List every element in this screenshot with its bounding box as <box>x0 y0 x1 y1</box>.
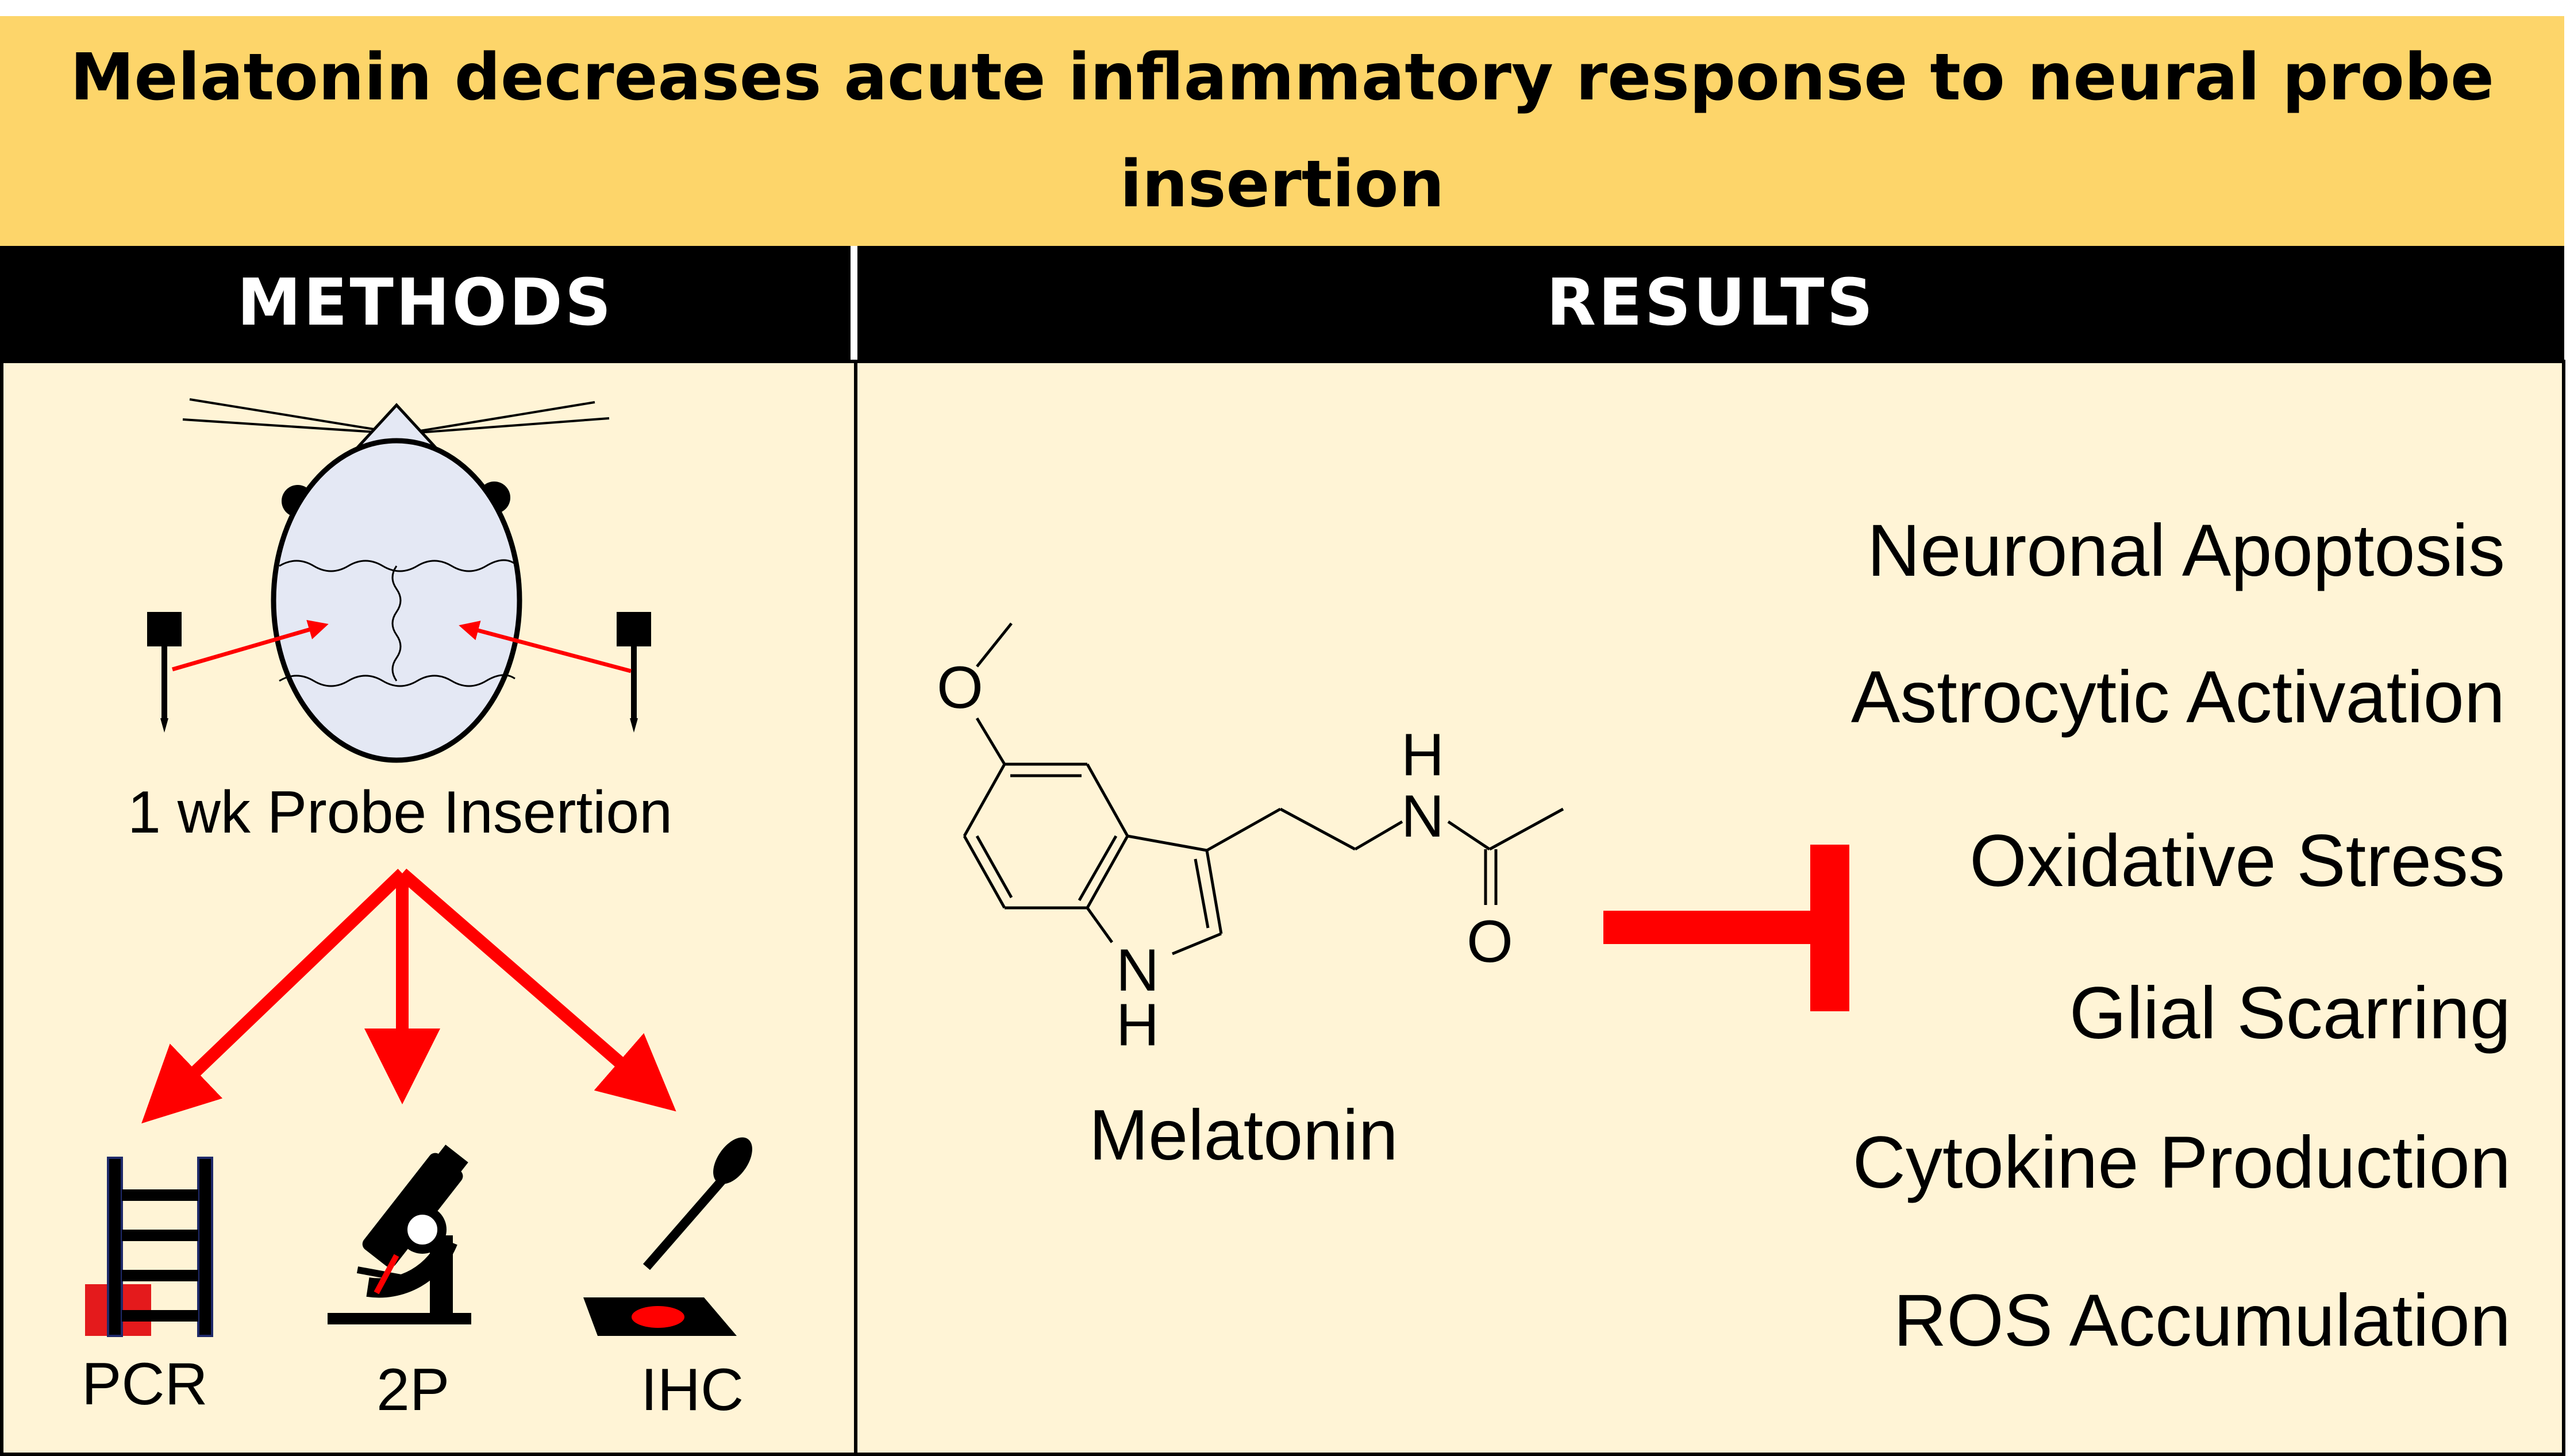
method-arrows <box>141 868 676 1124</box>
procedure-label: 1 wk Probe Insertion <box>128 779 673 846</box>
atom-n-amide: N <box>1401 783 1445 850</box>
inhibition-icon <box>1603 845 1849 1011</box>
atom-h-indole: H <box>1116 992 1160 1058</box>
result-item: Neuronal Apoptosis <box>1867 510 2505 592</box>
microscope-icon <box>328 1145 471 1324</box>
result-item: ROS Accumulation <box>1893 1280 2511 1362</box>
atom-o-methoxy: O <box>937 654 983 721</box>
result-item: Oxidative Stress <box>1969 820 2505 902</box>
twophoton-label: 2P <box>376 1357 450 1423</box>
right-probe-icon <box>617 612 651 733</box>
compound-label: Melatonin <box>1089 1096 1398 1175</box>
atom-h-amide: H <box>1401 722 1445 788</box>
results-header: RESULTS <box>857 246 2564 360</box>
left-probe-icon <box>147 612 182 733</box>
result-item: Cytokine Production <box>1852 1122 2511 1204</box>
pcr-ladder-icon <box>85 1157 213 1337</box>
results-panel <box>854 360 2565 1456</box>
right-insertion-arrow <box>459 621 632 673</box>
result-item: Astrocytic Activation <box>1850 656 2505 738</box>
stain-slide-icon <box>583 1137 752 1336</box>
melatonin-structure-icon <box>963 622 1564 956</box>
ihc-label: IHC <box>641 1357 744 1423</box>
page-title: Melatonin decreases acute inflammatory r… <box>70 40 2494 222</box>
result-item: Glial Scarring <box>2069 972 2511 1054</box>
mouse-head-icon <box>182 398 610 763</box>
title-banner: Melatonin decreases acute inflammatory r… <box>0 16 2564 246</box>
atom-n-indole: N <box>1116 937 1160 1004</box>
pcr-label: PCR <box>82 1351 208 1418</box>
methods-header: METHODS <box>0 246 851 360</box>
atom-o-carbonyl: O <box>1467 908 1513 975</box>
left-insertion-arrow <box>172 620 329 672</box>
